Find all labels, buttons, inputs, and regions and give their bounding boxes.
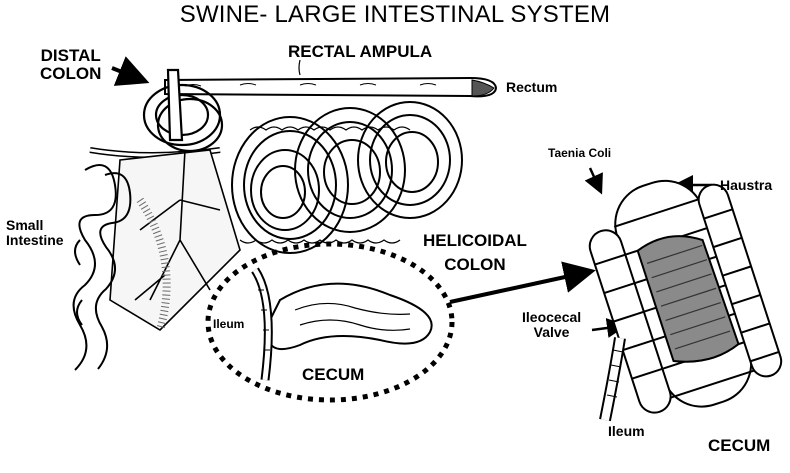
label-distal-colon-line1: DISTAL <box>40 46 101 65</box>
ileum-main <box>251 267 273 381</box>
label-small-intestine-line2: Intestine <box>6 231 64 248</box>
label-rectal-ampula: RECTAL AMPULA <box>288 42 433 61</box>
label-helicoidal-colon-line2: COLON <box>444 254 506 274</box>
diagram-title: SWINE- LARGE INTESTINAL SYSTEM <box>179 1 611 28</box>
label-distal-colon-line2: COLON <box>40 63 102 83</box>
cecum-detail <box>588 179 783 422</box>
label-small-intestine-line1: Small <box>6 217 44 233</box>
helicoidal-colon-coils <box>231 101 463 254</box>
label-cecum-main: CECUM <box>302 365 365 384</box>
label-ileocecal-valve: Ileocecal Valve <box>522 310 581 339</box>
label-cecum-detail: CECUM <box>708 436 771 455</box>
label-ileocecal-valve-line2: Valve <box>533 323 570 340</box>
label-ileocecal-valve-line1: Ileocecal <box>522 309 582 325</box>
label-small-intestine: Small Intestine <box>6 218 64 247</box>
label-helicoidal-colon: HELICOIDAL COLON <box>423 232 527 274</box>
rectal-ampula-tube <box>164 76 498 98</box>
label-distal-colon: DISTAL COLON <box>40 47 101 83</box>
cecum-focus-ellipse <box>205 241 455 403</box>
label-ileum-main: Ileum <box>213 317 245 331</box>
label-taenia-coli: Taenia Coli <box>548 146 612 160</box>
label-helicoidal-colon-line1: HELICOIDAL <box>423 231 527 250</box>
label-rectum: Rectum <box>506 79 558 95</box>
cecum-main <box>267 282 433 350</box>
pointer-arrows <box>111 56 712 338</box>
label-ileum-detail: Ileum <box>608 423 645 439</box>
small-intestine-loops <box>72 164 132 371</box>
label-haustra: Haustra <box>720 177 773 193</box>
mesentery <box>109 149 241 332</box>
